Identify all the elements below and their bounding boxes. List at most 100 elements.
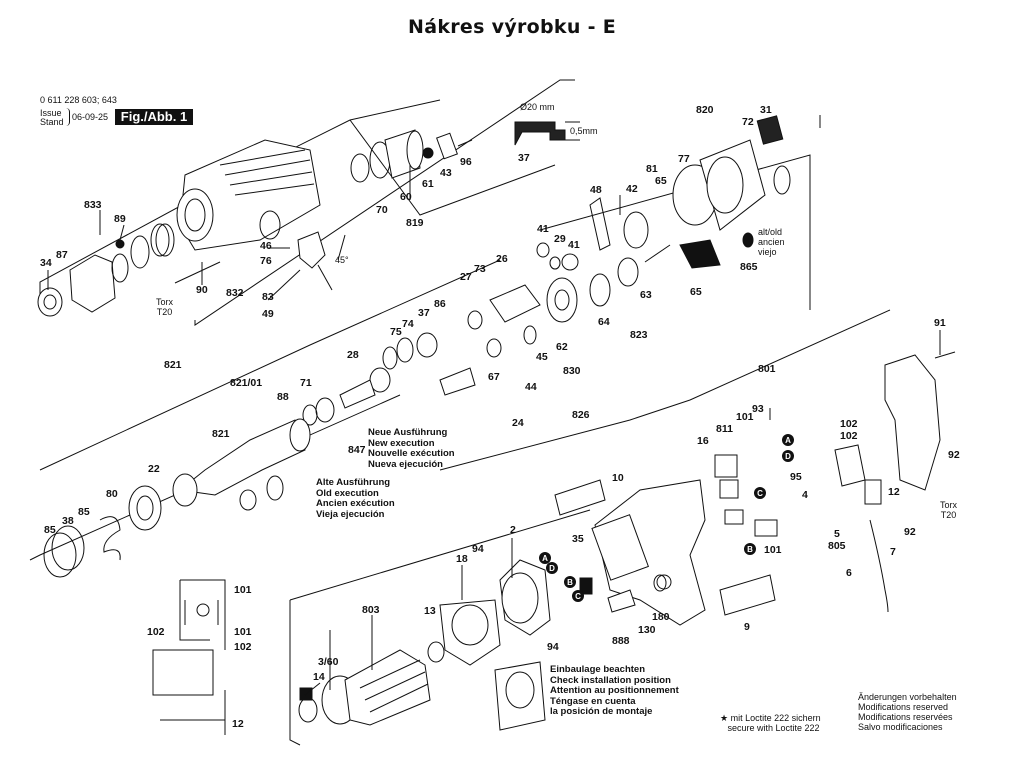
part-label: 24 [512,417,524,429]
group-frame-line [349,119,556,216]
part-label: 6 [846,567,852,579]
issue-label: Issue [40,108,62,118]
part-label: 73 [474,263,486,275]
part-label: 2 [510,524,516,536]
part-armature [344,649,431,726]
part-label: 44 [525,381,537,393]
part-label: 61 [422,178,434,190]
part-label: 70 [376,204,388,216]
part-switch [834,444,866,487]
part-label: 101 [764,544,782,556]
part-label: 847 [348,444,366,456]
stand-label: Stand [40,117,64,127]
part-label: 16 [697,435,709,447]
part-label: 832 [226,287,244,299]
old-execution-note: Alte Ausführung Old execution Ancien exé… [316,477,395,520]
part-label: 29 [554,233,566,245]
dimension-part: 37 [518,152,530,164]
part-label: 819 [406,217,424,229]
part-label: 888 [612,635,630,647]
part-handle [884,354,941,491]
part-label: 62 [556,341,568,353]
part-label: 101 [234,626,252,638]
torx-label-right: Torx T20 [940,500,958,520]
wiring-line [179,580,210,641]
part-label: 43 [440,167,452,179]
part-label: 18 [456,553,468,565]
group-frame-line [39,259,501,471]
part-label: 102 [840,418,858,430]
part-label: 22 [148,463,160,475]
torx-label-left: Torx T20 [156,297,174,317]
group-frame-line [289,509,591,601]
part-label: 7 [890,546,896,558]
dimension-thickness: 0,5mm [570,126,598,136]
connection-marker: B [747,545,753,554]
part-baffle [439,599,501,666]
part-label: 803 [362,604,380,616]
part-label: 833 [84,199,102,211]
part-label: 865 [740,261,758,273]
part-label: 41 [568,239,580,251]
part-cable [869,519,889,613]
part-label: 811 [716,423,733,435]
part-label: 9 [744,621,750,633]
part-label: 826 [572,409,590,421]
part-label: 91 [934,317,946,329]
connection-marker: A [785,436,791,445]
part-label: 12 [888,486,900,498]
part-label: 101 [736,411,754,423]
angle-label: 45° [335,255,349,265]
new-execution-note: Neue Ausführung New execution Nouvelle e… [368,427,455,470]
part-selector-knob [297,231,326,269]
part-label: 46 [260,240,272,252]
part-label: 26 [496,253,508,265]
part-label: 28 [347,349,359,361]
loctite-note: ★ mit Loctite 222 sichern secure with Lo… [720,713,821,733]
part-label: 41 [537,223,549,235]
dimension-part-37 [514,121,566,146]
part-label: 95 [790,471,802,483]
part-label: 85 [44,524,56,536]
part-label: 34 [40,257,52,269]
part-spring-clip [589,197,611,251]
part-label: 102 [840,430,858,442]
part-label: 60 [400,191,412,203]
part-label: 38 [62,515,74,527]
part-label: 821/01 [230,377,262,389]
part-label: 88 [277,391,289,403]
part-striker [489,284,541,323]
part-label: 80 [106,488,118,500]
part-label: 86 [434,298,446,310]
part-label: 42 [626,183,638,195]
part-label: 76 [260,255,272,267]
part-label: 102 [147,626,165,638]
part-label: 37 [418,307,430,319]
part-label: 830 [563,365,581,377]
part-housing-bottom [494,661,546,731]
part-label: 31 [760,104,772,116]
part-label: 94 [547,641,559,653]
connection-marker: C [757,489,763,498]
part-label: 10 [612,472,624,484]
part-label: 130 [638,624,656,636]
connection-marker: C [575,592,581,601]
part-label: 85 [78,506,90,518]
part-washer-set [439,367,476,396]
page-title: Nákres výrobku - E [408,16,616,38]
part-label: 821 [212,428,230,440]
part-label: 64 [598,316,610,328]
figure-label: Fig./Abb. 1 [115,109,193,125]
part-label: 93 [752,403,764,415]
part-label: 87 [56,249,68,261]
part-label: 13 [424,605,436,617]
part-label: 83 [262,291,274,303]
part-label: 48 [590,184,602,196]
part-label: 92 [948,449,960,461]
part-label: 102 [234,641,252,653]
group-frame-line [194,79,575,326]
part-label: 14 [313,671,325,683]
part-label: 12 [232,718,244,730]
part-label: 3/60 [318,656,339,668]
group-frame-line [439,309,891,471]
